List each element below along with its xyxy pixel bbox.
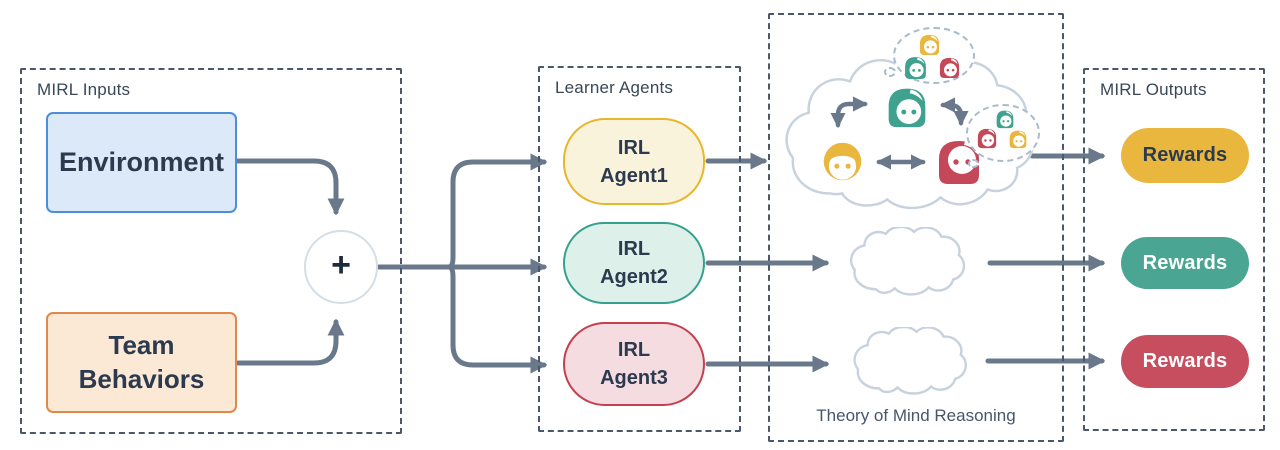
mini-teal-face-icon <box>903 55 928 80</box>
arrow-branch-to-agent1 <box>447 153 548 270</box>
learner-agents-group: Learner Agents <box>538 66 741 432</box>
yellow-agent-face-icon <box>820 139 865 184</box>
mini-yellow-face-icon <box>918 33 941 56</box>
plus-icon: + <box>331 245 351 284</box>
reward1-label: Rewards <box>1142 144 1228 166</box>
agent3-line2: Agent3 <box>600 367 668 389</box>
rewards-agent3-node: Rewards <box>1121 335 1249 388</box>
agent2-line2: Agent2 <box>600 266 668 288</box>
agent2-line1: IRL <box>617 238 651 260</box>
team-behaviors-label: Team Behaviors <box>78 329 205 394</box>
reward3-label: Rewards <box>1142 350 1228 372</box>
agent1-line1: IRL <box>617 136 651 159</box>
mirl-inputs-label: MIRL Inputs <box>37 80 131 99</box>
irl-agent3-node: IRL Agent3 <box>563 322 705 406</box>
teal-agent-face-icon <box>885 85 929 129</box>
theory-of-mind-group: Theory of Mind Reasoning <box>768 13 1064 442</box>
thought-cloud-agent2-icon <box>845 227 990 300</box>
mirl-outputs-group: MIRL Outputs <box>1083 68 1265 431</box>
thought-cloud-agent3-icon <box>850 327 990 399</box>
mini-red-face-icon <box>938 56 961 79</box>
mirl-inputs-group: MIRL Inputs <box>20 68 402 434</box>
thought-bubble-right-tail <box>968 159 979 168</box>
thought-bubble-top-tail <box>884 67 896 77</box>
agent3-line1: IRL <box>617 339 651 361</box>
environment-node: Environment <box>46 112 237 213</box>
mini-red-face-icon <box>976 127 998 149</box>
team-behaviors-node: Team Behaviors <box>46 312 237 413</box>
mini-teal-face-icon <box>995 109 1015 129</box>
rewards-agent1-node: Rewards <box>1121 128 1249 183</box>
plus-combiner: + <box>304 230 378 304</box>
arrow-branch-to-agent3 <box>447 264 548 374</box>
theory-of-mind-caption: Theory of Mind Reasoning <box>816 406 1016 425</box>
rewards-agent2-node: Rewards <box>1121 237 1249 289</box>
reward2-label: Rewards <box>1142 251 1228 274</box>
mirl-outputs-label: MIRL Outputs <box>1100 80 1207 99</box>
irl-agent1-node: IRL Agent1 <box>563 118 705 205</box>
learner-agents-label: Learner Agents <box>555 78 674 97</box>
mini-yellow-face-icon <box>1008 129 1028 149</box>
irl-agent2-node: IRL Agent2 <box>563 222 705 304</box>
environment-label: Environment <box>58 147 225 177</box>
agent1-line2: Agent1 <box>600 164 668 187</box>
